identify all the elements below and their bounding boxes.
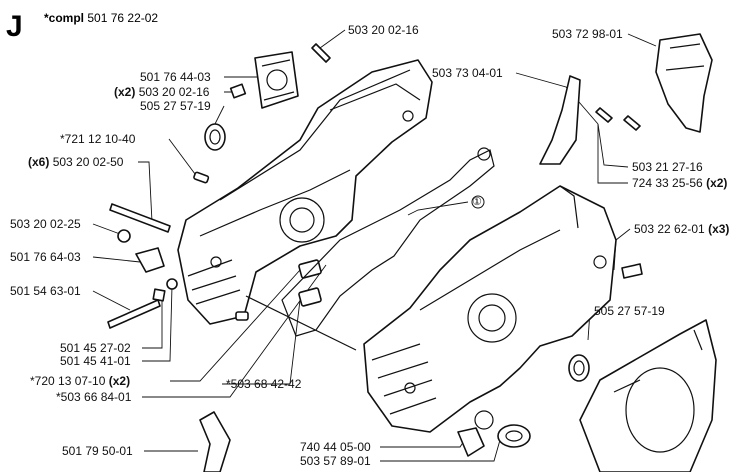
- part-label-l01: 503 20 02-16: [348, 23, 419, 37]
- part-label-l08: (x6) 503 20 02-50: [28, 155, 124, 169]
- part-label-l03: 501 76 44-03: [140, 70, 211, 84]
- part-label-l15: 505 27 57-19: [594, 304, 665, 318]
- part-label-l20: *503 66 84-01: [56, 390, 132, 404]
- small-parts: [107, 43, 643, 382]
- part-label-l14: 501 54 63-01: [10, 284, 81, 298]
- part-label-l22: 740 44 05-00: [300, 440, 371, 454]
- compl-number: 501 76 22-02: [87, 11, 159, 25]
- part-label-l04: (x2) 503 20 02-16: [114, 85, 210, 99]
- part-label-l17: 501 45 41-01: [60, 354, 131, 368]
- clutch-cover: [579, 319, 717, 472]
- compl-part-number: *compl 501 76 22-02: [44, 11, 158, 25]
- part-label-l23: 503 57 89-01: [300, 454, 371, 468]
- part-label-l19: *503 68 42-42: [226, 377, 302, 391]
- part-label-l12: 503 22 62-01 (x3): [634, 222, 730, 236]
- part-label-l07: *721 12 10-40: [60, 132, 136, 146]
- caps: [457, 410, 531, 457]
- part-label-l11: 503 20 02-25: [10, 217, 81, 231]
- section-letter: J: [6, 10, 23, 43]
- deflector: [539, 75, 581, 165]
- intake-flange: [254, 51, 299, 109]
- part-label-l13: 501 76 64-03: [10, 250, 81, 264]
- left-crankcase: [177, 59, 433, 325]
- part-label-l02: 503 72 98-01: [552, 27, 623, 41]
- part-label-l10: 724 33 25-56 (x2): [632, 176, 728, 190]
- callout-number: ①: [472, 196, 482, 208]
- part-label-l05: 505 27 57-19: [140, 99, 211, 113]
- right-crankcase: [363, 185, 617, 433]
- callout-marker: [471, 195, 485, 209]
- part-label-l21: 501 79 50-01: [62, 444, 133, 458]
- compl-prefix: *compl: [44, 11, 85, 25]
- cover: [655, 33, 713, 133]
- part-label-l16: 501 45 27-02: [60, 341, 131, 355]
- gasket: [281, 147, 495, 337]
- bracket: [199, 411, 231, 472]
- part-label-l06: 503 73 04-01: [432, 66, 503, 80]
- part-label-l09: 503 21 27-16: [632, 160, 703, 174]
- part-label-l18: *720 13 07-10 (x2): [30, 374, 131, 388]
